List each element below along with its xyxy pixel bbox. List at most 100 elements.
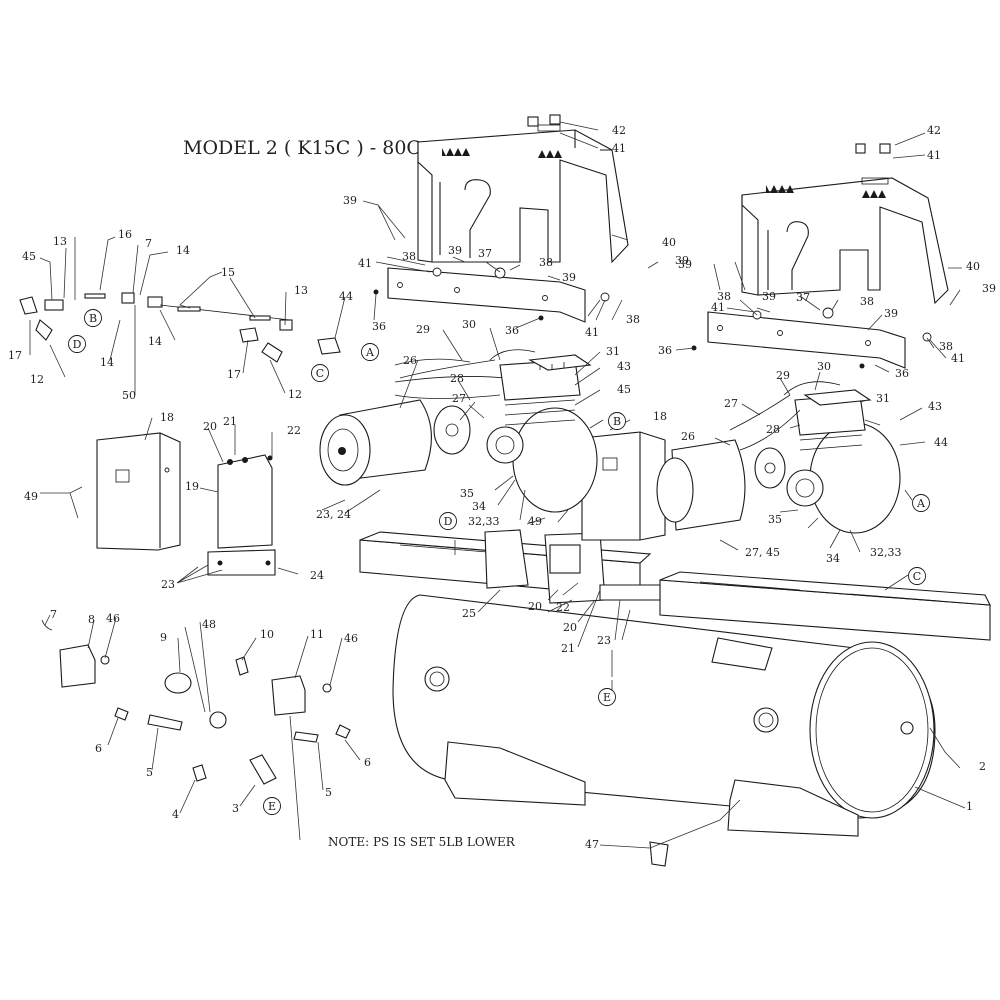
- mounting-plate: [207, 454, 276, 576]
- part-number-31: 31: [606, 345, 620, 358]
- part-number-37: 37: [478, 247, 492, 260]
- part-number-17: 17: [8, 349, 22, 362]
- part-number-6: 6: [364, 756, 371, 769]
- part-number-40: 40: [662, 236, 676, 249]
- part-number-26: 26: [681, 430, 695, 443]
- part-number-16: 16: [118, 228, 132, 241]
- svg-text:A: A: [916, 497, 926, 510]
- part-number-44: 44: [339, 290, 353, 303]
- part-number-39: 39: [343, 194, 357, 207]
- part-number-6: 6: [95, 742, 102, 755]
- part-number-41: 41: [951, 352, 965, 365]
- part-number-32-33: 32,33: [468, 515, 500, 528]
- callout-c: C: [311, 364, 329, 382]
- pump-right: [783, 381, 901, 534]
- callout-a: A: [361, 343, 379, 361]
- control-box-center: [581, 431, 666, 541]
- part-number-39: 39: [562, 271, 576, 284]
- part-number-30: 30: [462, 318, 476, 331]
- part-number-41: 41: [585, 326, 599, 339]
- part-number-28: 28: [450, 372, 464, 385]
- part-number-22: 22: [556, 601, 570, 614]
- part-number-46: 46: [106, 612, 120, 625]
- svg-text:E: E: [268, 800, 276, 813]
- callout-b: B: [608, 412, 626, 430]
- part-number-21: 21: [223, 415, 237, 428]
- part-number-18: 18: [653, 410, 667, 423]
- part-number-32-33: 32,33: [870, 546, 902, 559]
- diagram-title: MODEL 2 ( K15C ) - 80C: [183, 137, 421, 159]
- part-number-41: 41: [358, 257, 372, 270]
- part-number-11: 11: [310, 628, 324, 641]
- part-number-45: 45: [617, 383, 631, 396]
- part-number-27-45: 27, 45: [745, 546, 780, 559]
- part-number-24: 24: [310, 569, 324, 582]
- part-number-37: 37: [796, 291, 810, 304]
- svg-text:D: D: [444, 515, 453, 528]
- belt-guard-right: [741, 143, 949, 305]
- part-number-31: 31: [876, 392, 890, 405]
- part-number-5: 5: [325, 786, 332, 799]
- part-number-14: 14: [148, 335, 162, 348]
- part-number-38: 38: [717, 290, 731, 303]
- part-number-35: 35: [460, 487, 474, 500]
- part-number-35: 35: [768, 513, 782, 526]
- svg-text:C: C: [913, 570, 921, 583]
- part-number-13: 13: [53, 235, 67, 248]
- part-number-38: 38: [860, 295, 874, 308]
- part-number-21: 21: [561, 642, 575, 655]
- part-number-47: 47: [585, 838, 599, 851]
- part-number-41: 41: [612, 142, 626, 155]
- part-number-17: 17: [227, 368, 241, 381]
- fittings-top-left: [19, 292, 341, 363]
- part-number-2: 2: [979, 760, 986, 773]
- part-number-39: 39: [762, 290, 776, 303]
- pressure-switch-assembly: [41, 619, 351, 785]
- motor-left: [319, 358, 521, 486]
- part-number-14: 14: [100, 356, 114, 369]
- pump-left: [486, 349, 598, 513]
- center-panel-assembly: [484, 529, 661, 604]
- part-number-26: 26: [403, 354, 417, 367]
- belt-left: [394, 359, 501, 399]
- part-number-34: 34: [472, 500, 486, 513]
- part-number-41: 41: [927, 149, 941, 162]
- part-number-49: 49: [24, 490, 38, 503]
- part-number-13: 13: [294, 284, 308, 297]
- note-text: NOTE: PS IS SET 5LB LOWER: [328, 835, 516, 849]
- bracket-right: [691, 307, 932, 369]
- part-number-18: 18: [160, 411, 174, 424]
- part-number-28: 28: [766, 423, 780, 436]
- part-number-25: 25: [462, 607, 476, 620]
- part-number-20: 20: [563, 621, 577, 634]
- svg-text:B: B: [613, 415, 621, 428]
- svg-text:A: A: [365, 346, 375, 359]
- svg-text:D: D: [73, 338, 82, 351]
- callout-a: A: [912, 494, 930, 512]
- part-number-42: 42: [927, 124, 941, 137]
- part-number-38: 38: [626, 313, 640, 326]
- part-number-12: 12: [288, 388, 302, 401]
- part-number-50: 50: [122, 389, 136, 402]
- part-number-39: 39: [675, 254, 689, 267]
- part-number-10: 10: [260, 628, 274, 641]
- part-number-36: 36: [658, 344, 672, 357]
- part-number-36: 36: [895, 367, 909, 380]
- bracket-left: [373, 267, 610, 323]
- callout-e: E: [263, 797, 281, 815]
- part-number-12: 12: [30, 373, 44, 386]
- callout-b: B: [84, 309, 102, 327]
- part-number-44: 44: [934, 436, 948, 449]
- part-number-14: 14: [176, 244, 190, 257]
- part-number-7: 7: [145, 237, 152, 250]
- part-number-23: 23: [597, 634, 611, 647]
- part-number-8: 8: [88, 613, 95, 626]
- part-number-49: 49: [528, 515, 542, 528]
- part-number-5: 5: [146, 766, 153, 779]
- air-tank: [392, 594, 936, 867]
- part-number-39: 39: [448, 244, 462, 257]
- callout-c: C: [908, 567, 926, 585]
- part-number-29: 29: [416, 323, 430, 336]
